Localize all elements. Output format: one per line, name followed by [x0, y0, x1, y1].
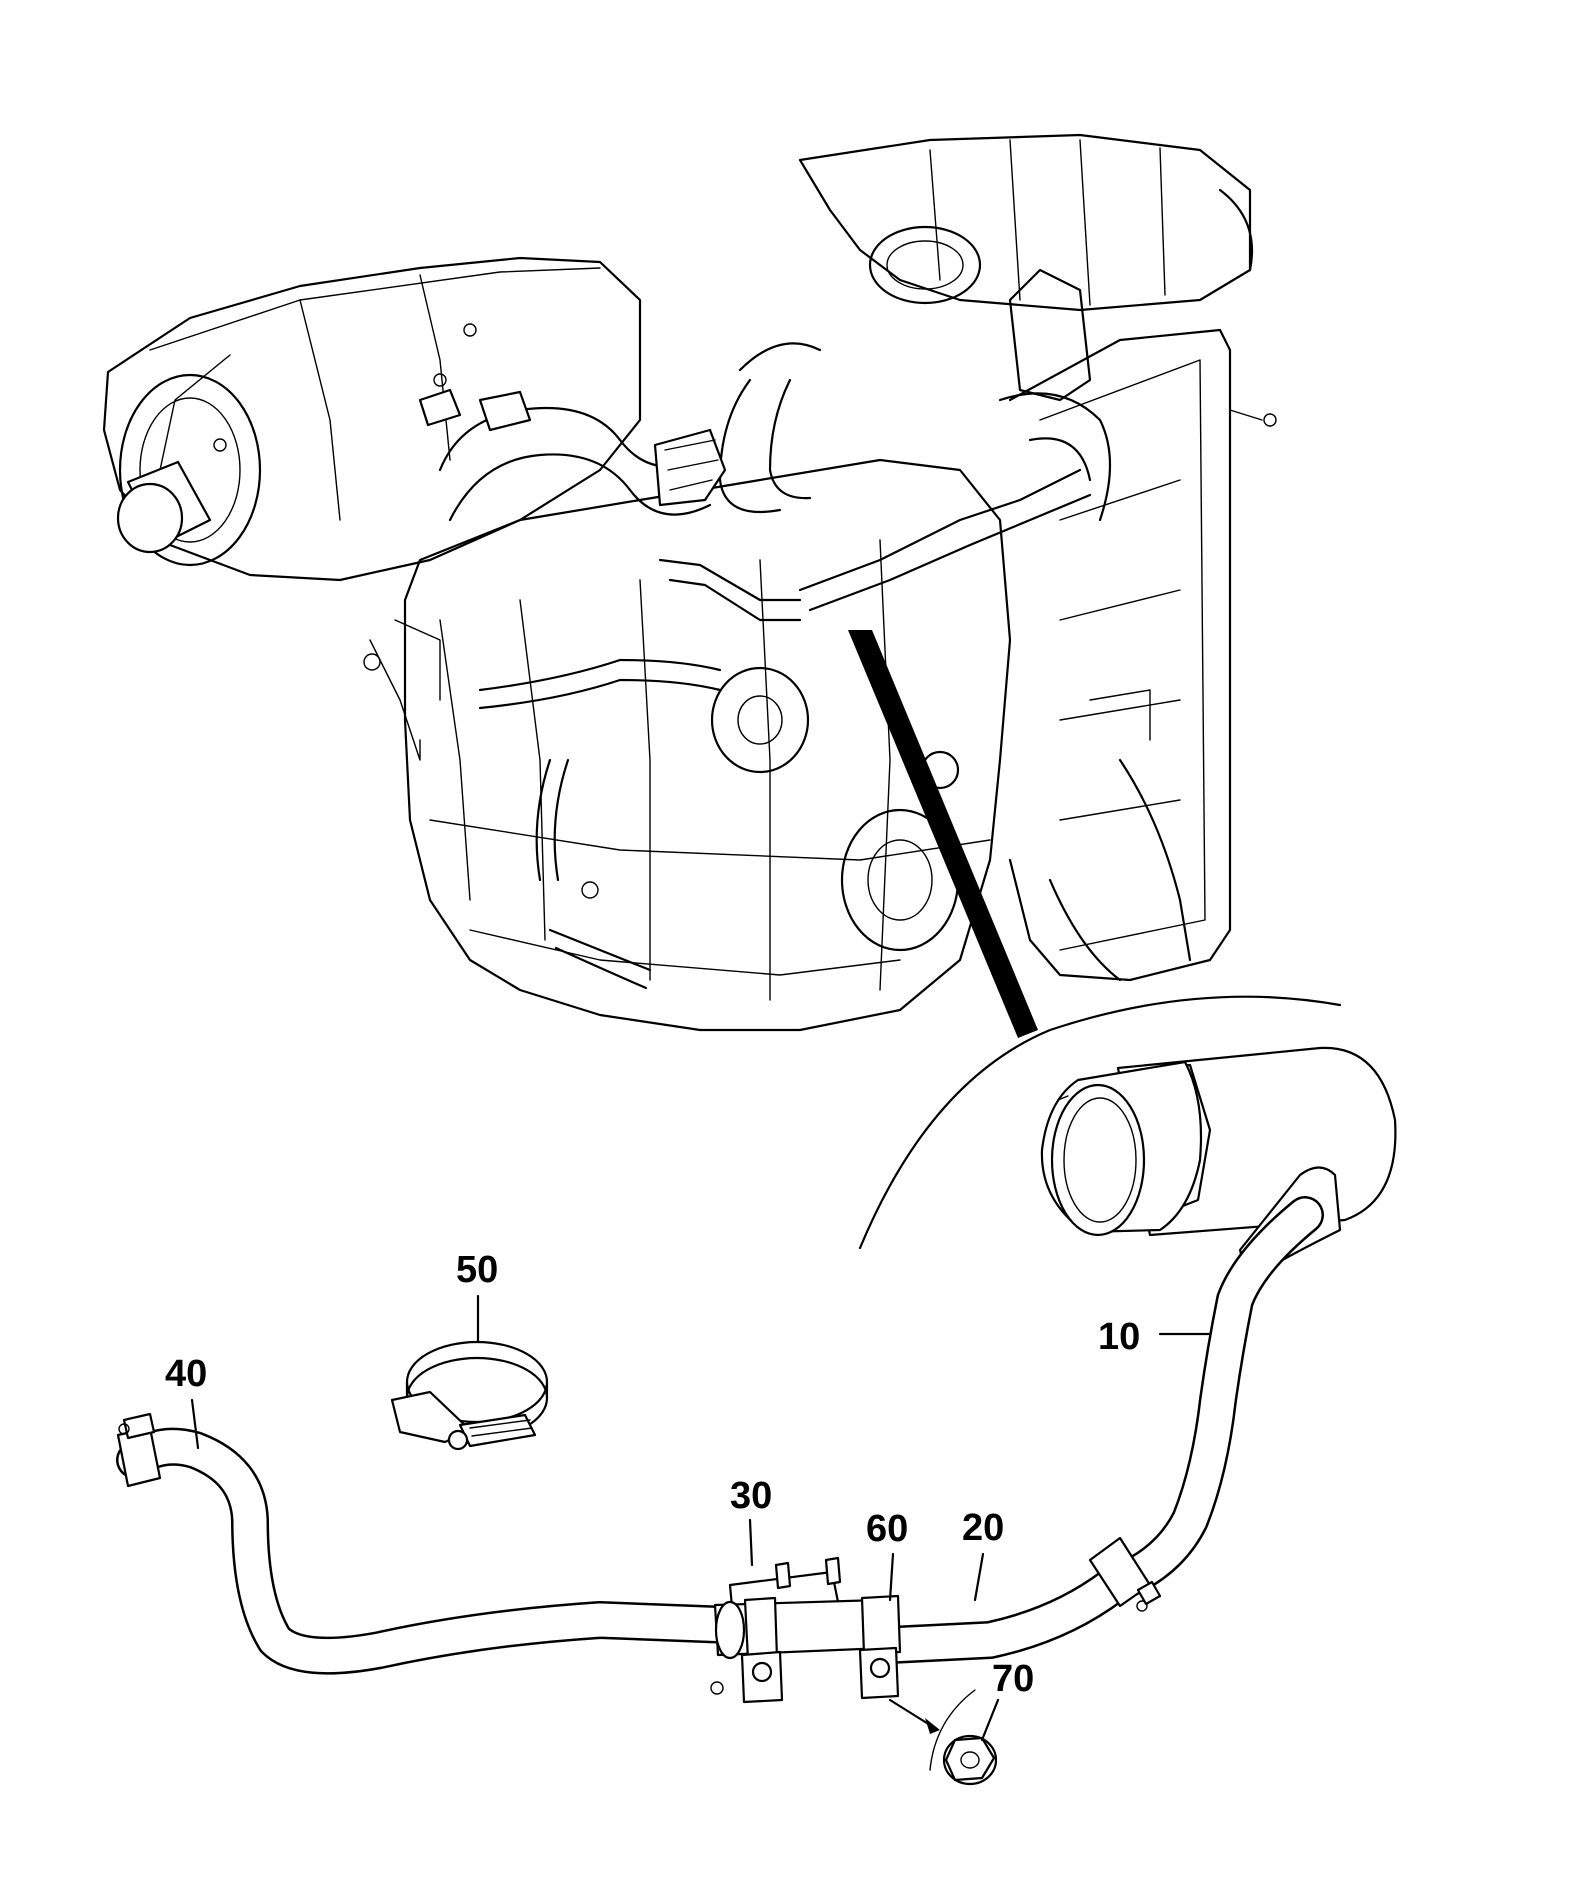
bracket-assembly: [710, 1556, 902, 1704]
hose-clamp-icon: [390, 1340, 549, 1451]
callout-60: 60: [866, 1508, 908, 1550]
detail-view: [858, 995, 1397, 1282]
leader-70: [980, 1698, 1000, 1742]
engine-assembly-icon: [102, 133, 1277, 1032]
flange-nut-icon: [888, 1689, 998, 1786]
leader-60: [888, 1552, 895, 1602]
hose-clamp-left: [116, 1412, 162, 1488]
callout-70: 70: [992, 1658, 1034, 1700]
hose-clamp-middle: [1088, 1536, 1162, 1612]
detail-pointer-icon: [848, 630, 1038, 1038]
callout-20: 20: [962, 1507, 1004, 1549]
leader-40: [190, 1398, 200, 1450]
leader-20: [973, 1552, 985, 1602]
callout-10: 10: [1098, 1316, 1140, 1358]
callout-30: 30: [730, 1475, 772, 1517]
callout-40: 40: [165, 1353, 207, 1395]
leader-30: [748, 1518, 754, 1567]
tee-fitting-icon: [1040, 1046, 1397, 1282]
callout-50: 50: [456, 1249, 498, 1291]
